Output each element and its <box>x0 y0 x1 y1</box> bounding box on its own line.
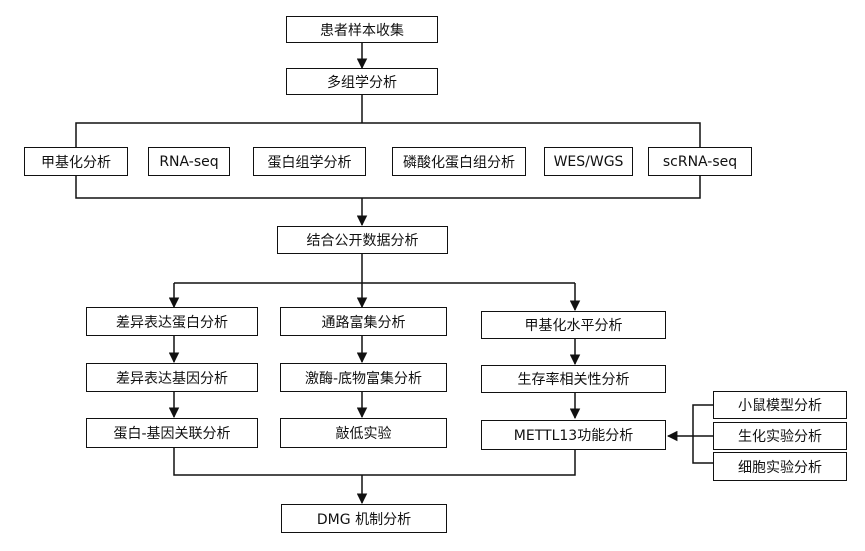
node-protein-gene: 蛋白-基因关联分析 <box>86 418 258 448</box>
node-rnaseq: RNA-seq <box>148 147 230 176</box>
bracket-omics-bottom <box>75 176 701 199</box>
node-wes-wgs: WES/WGS <box>544 147 633 176</box>
node-proteomics: 蛋白组学分析 <box>253 147 366 176</box>
node-scrnaseq: scRNA-seq <box>648 147 752 176</box>
node-multiomics: 多组学分析 <box>286 68 438 95</box>
node-methylation-level: 甲基化水平分析 <box>481 311 666 339</box>
node-phosphoproteomics: 磷酸化蛋白组分析 <box>392 147 526 176</box>
node-mettl13: METTL13功能分析 <box>481 420 666 450</box>
node-dmg-mechanism: DMG 机制分析 <box>281 504 447 533</box>
node-cell-exp: 细胞实验分析 <box>713 452 847 481</box>
node-methylation: 甲基化分析 <box>24 147 128 176</box>
node-pathway: 通路富集分析 <box>280 307 447 336</box>
node-mouse-model: 小鼠模型分析 <box>713 391 847 419</box>
node-knockdown: 敲低实验 <box>280 418 447 448</box>
node-survival: 生存率相关性分析 <box>481 365 666 393</box>
node-patient-samples: 患者样本收集 <box>286 16 438 43</box>
node-diff-gene: 差异表达基因分析 <box>86 363 258 392</box>
merge-line <box>173 448 576 476</box>
node-public-data: 结合公开数据分析 <box>277 226 448 254</box>
node-kinase-substrate: 激酶-底物富集分析 <box>280 363 447 392</box>
node-biochem: 生化实验分析 <box>713 422 847 450</box>
bracket-experiments <box>692 404 713 464</box>
node-diff-protein: 差异表达蛋白分析 <box>86 307 258 336</box>
bracket-omics-top <box>75 122 701 147</box>
